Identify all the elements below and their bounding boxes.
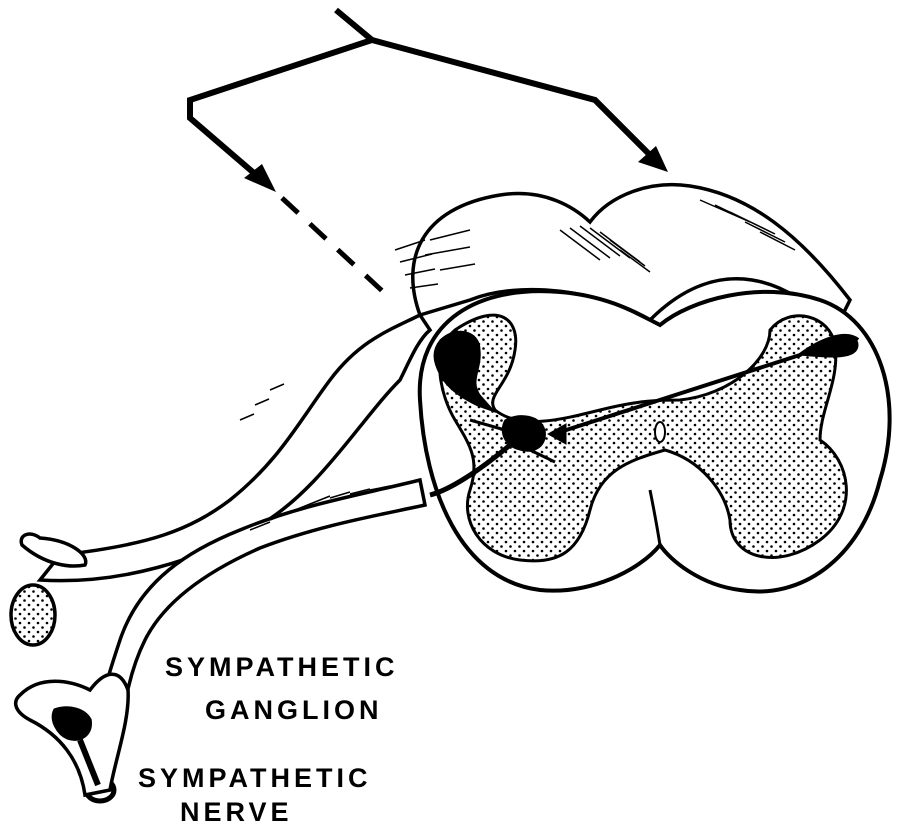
ganglion bbox=[16, 674, 128, 795]
nerve-label-line2: NERVE bbox=[180, 799, 293, 826]
left-pointer-line bbox=[190, 10, 372, 180]
right-pointer-line bbox=[372, 40, 660, 165]
pointer-arrows bbox=[190, 10, 660, 180]
cord-cross-section bbox=[420, 291, 890, 591]
ganglion-label-line2: GANGLION bbox=[205, 697, 383, 724]
ganglion-label-line1: SYMPATHETIC bbox=[165, 654, 399, 681]
nerve-label-line1: SYMPATHETIC bbox=[138, 765, 372, 792]
